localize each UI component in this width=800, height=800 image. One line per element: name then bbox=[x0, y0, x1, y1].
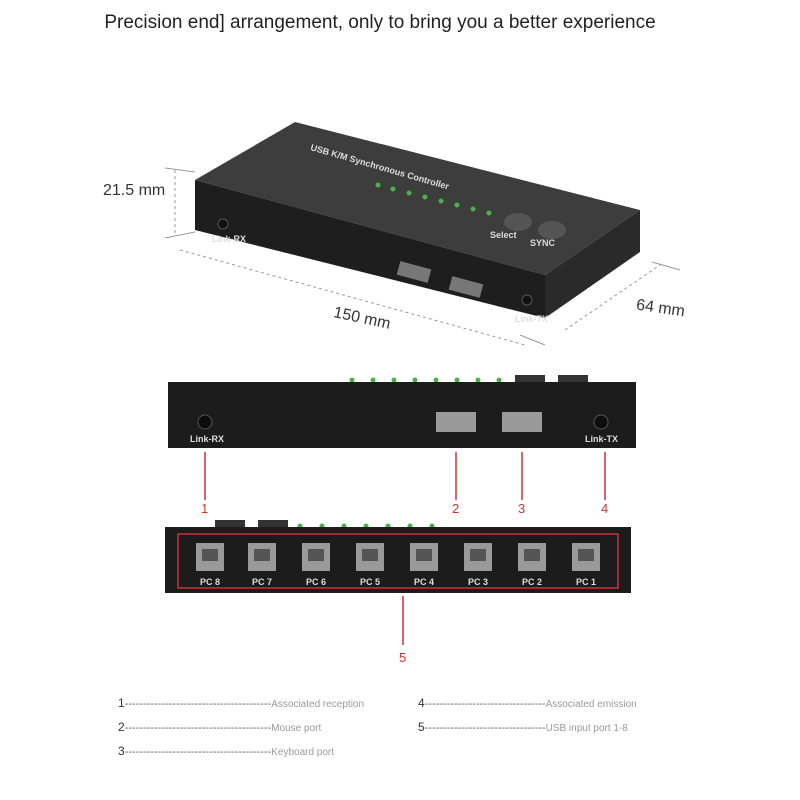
panel-diagram: Link-RX Link-TX PC 8 PC 7 PC 6 PC 5 PC 4… bbox=[165, 375, 636, 645]
legend-item: 4---------------------------------Associ… bbox=[418, 696, 637, 710]
port-label: PC 7 bbox=[252, 577, 272, 587]
port-label: PC 1 bbox=[576, 577, 596, 587]
iso-select-label: Select bbox=[490, 230, 517, 240]
callout-3: 3 bbox=[518, 501, 526, 516]
port-label: PC 3 bbox=[468, 577, 488, 587]
height-dimension: 21.5 mm bbox=[103, 182, 166, 199]
legend-item: 2---------------------------------------… bbox=[118, 720, 322, 734]
port-label: PC 6 bbox=[306, 577, 326, 587]
legend-item: 3---------------------------------------… bbox=[118, 744, 335, 758]
port-label: PC 5 bbox=[360, 577, 380, 587]
front-link-tx: Link-TX bbox=[585, 434, 618, 444]
callout-5: 5 bbox=[399, 650, 407, 665]
headline: Precision end] arrangement, only to brin… bbox=[104, 12, 656, 33]
iso-sync-label: SYNC bbox=[530, 238, 556, 248]
legend-item: 1---------------------------------------… bbox=[118, 696, 365, 710]
port-label: PC 4 bbox=[414, 577, 434, 587]
port-label: PC 8 bbox=[200, 577, 220, 587]
iso-link-rx: Link-RX bbox=[212, 234, 246, 244]
callout-1: 1 bbox=[201, 501, 209, 516]
port-label: PC 2 bbox=[522, 577, 542, 587]
iso-link-tx: Link-TX bbox=[515, 314, 548, 324]
legend-item: 5---------------------------------USB in… bbox=[418, 720, 628, 734]
callout-2: 2 bbox=[452, 501, 460, 516]
callout-4: 4 bbox=[601, 501, 609, 516]
device-isometric: USB K/M Synchronous Controller Link-RX L… bbox=[164, 122, 681, 346]
front-link-rx: Link-RX bbox=[190, 434, 224, 444]
